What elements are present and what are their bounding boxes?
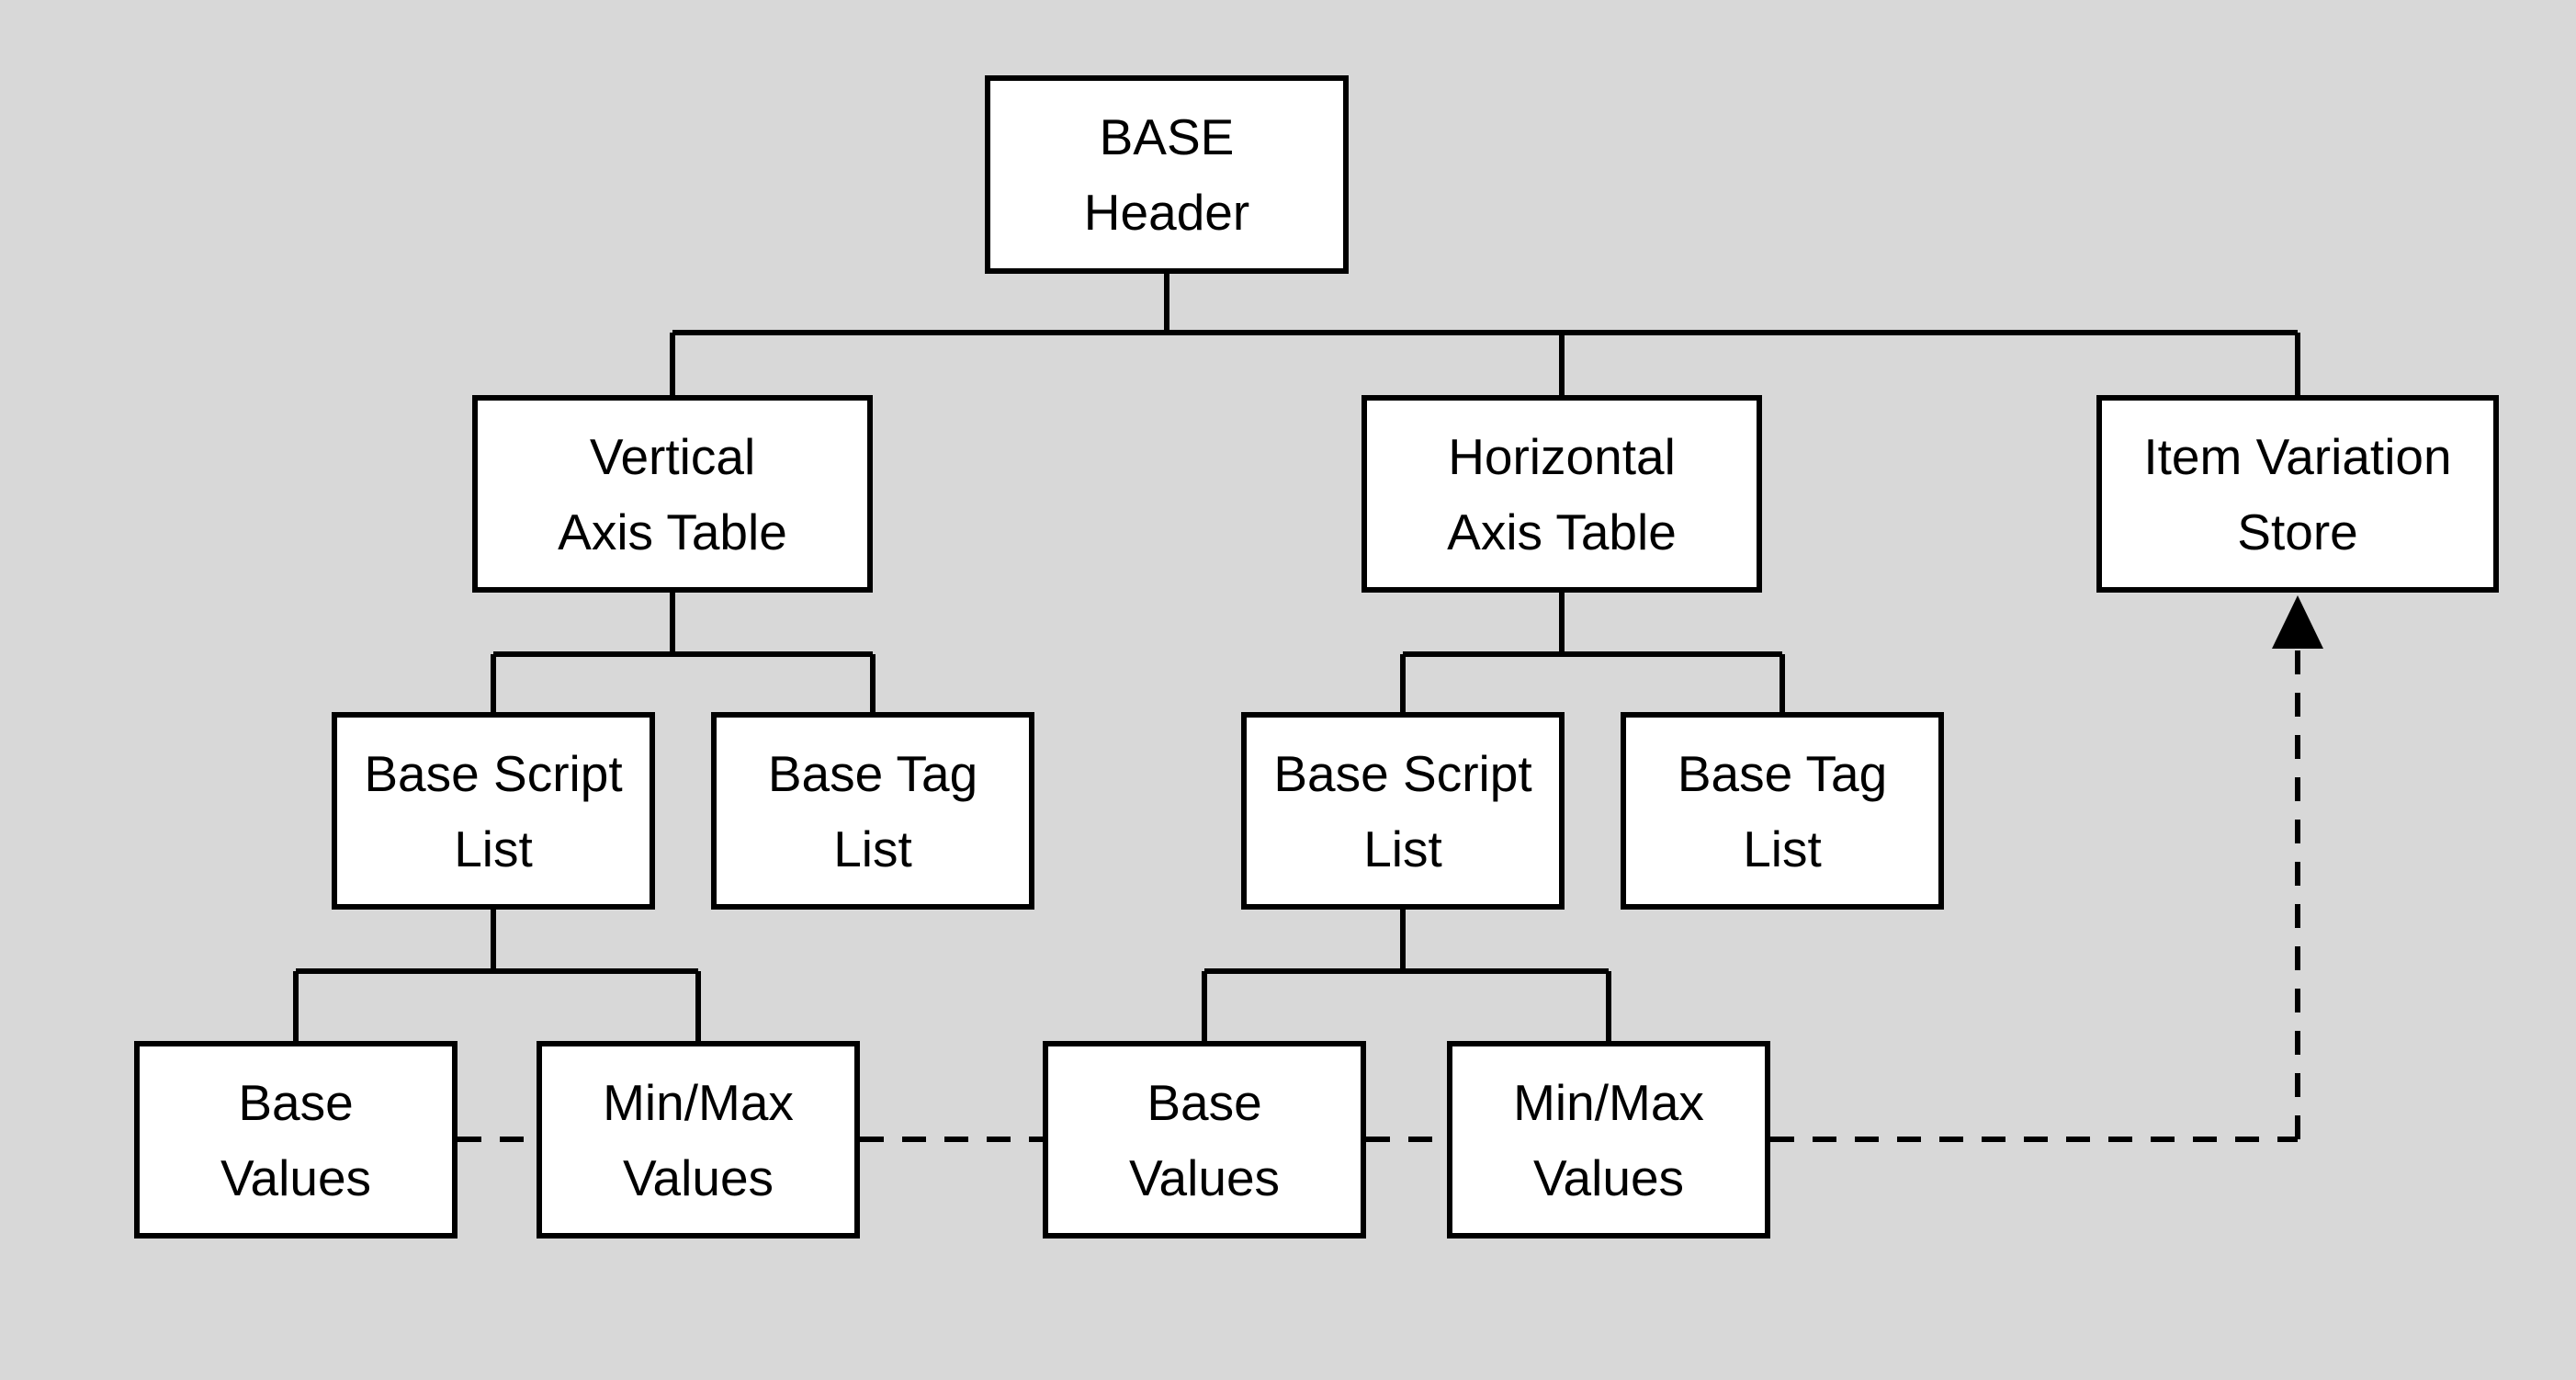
node-label-line: Base: [238, 1073, 354, 1131]
node-label-line: Base Tag: [1677, 744, 1888, 802]
node-label-line: Horizontal: [1448, 427, 1676, 485]
node-label-line: Item Variation: [2143, 427, 2452, 485]
node-base-tag-list-vertical: Base Tag List: [711, 712, 1034, 910]
node-label-line: Base Tag: [767, 744, 978, 802]
node-base-header: BASE Header: [985, 75, 1349, 274]
solid-connectors: [293, 272, 2300, 1045]
node-label-line: Axis Table: [1447, 503, 1677, 560]
node-label-line: Values: [622, 1148, 774, 1206]
node-label-line: List: [1743, 820, 1822, 877]
node-base-script-list-horizontal: Base Script List: [1241, 712, 1565, 910]
node-minmax-values-vertical: Min/Max Values: [537, 1041, 860, 1239]
node-base-values-horizontal: Base Values: [1043, 1041, 1366, 1239]
node-label-line: Header: [1083, 184, 1250, 241]
node-label-line: Axis Table: [558, 503, 787, 560]
node-vertical-axis-table: Vertical Axis Table: [472, 395, 873, 593]
node-label-line: Min/Max: [1513, 1073, 1704, 1131]
node-label-line: BASE: [1099, 108, 1235, 165]
dashed-connectors: [458, 595, 2323, 1142]
node-base-tag-list-horizontal: Base Tag List: [1621, 712, 1944, 910]
node-label-line: Store: [2237, 503, 2358, 560]
node-label-line: Min/Max: [603, 1073, 794, 1131]
node-base-values-vertical: Base Values: [134, 1041, 458, 1239]
node-minmax-values-horizontal: Min/Max Values: [1447, 1041, 1770, 1239]
node-label-line: Vertical: [589, 427, 756, 485]
node-label-line: Base Script: [364, 744, 623, 802]
node-label-line: Base: [1147, 1073, 1262, 1131]
arrowhead-up-icon: [2272, 595, 2323, 649]
node-label-line: Values: [220, 1148, 372, 1206]
node-label-line: List: [454, 820, 533, 877]
node-label-line: Base Script: [1273, 744, 1532, 802]
node-horizontal-axis-table: Horizontal Axis Table: [1361, 395, 1762, 593]
node-label-line: List: [833, 820, 912, 877]
node-item-variation-store: Item Variation Store: [2096, 395, 2499, 593]
node-label-line: Values: [1532, 1148, 1685, 1206]
node-label-line: Values: [1128, 1148, 1281, 1206]
node-base-script-list-vertical: Base Script List: [332, 712, 655, 910]
node-label-line: List: [1363, 820, 1442, 877]
